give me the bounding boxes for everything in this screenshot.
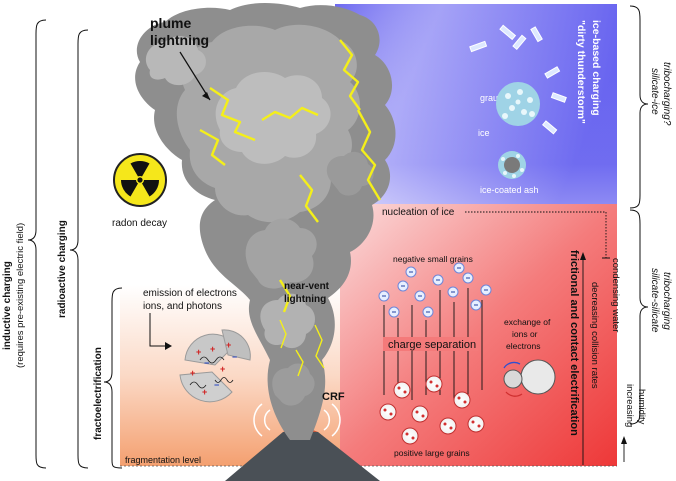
positive-grain-dots xyxy=(383,380,481,440)
charge-separation-backdrop xyxy=(383,337,478,351)
frictional-label: frictional and contact electrification xyxy=(568,250,580,436)
silicate-ice-label-2: tribocharging? xyxy=(661,62,672,126)
silicate-ice-label-1: silicate-ice xyxy=(649,68,660,115)
svg-text:+: + xyxy=(220,364,225,374)
negative-grain-signs xyxy=(382,267,488,313)
svg-text:−: − xyxy=(232,352,237,362)
svg-text:−: − xyxy=(214,380,219,390)
exchange-label-1: exchange of xyxy=(504,317,551,327)
charge-separation-label: charge separation xyxy=(388,339,476,351)
plume-lightning-arrow xyxy=(179,51,211,101)
graupel-icon xyxy=(496,82,540,126)
increasing-humidity-label-1: increasing xyxy=(624,384,635,427)
plume-lightning-arrowhead xyxy=(202,92,210,100)
crf-wave-icon xyxy=(253,403,341,437)
fractured-grain-icon: + + + + + + − − − xyxy=(179,329,251,403)
ice-coated-ash-label: ice-coated ash xyxy=(480,185,539,195)
fragmentation-level-label: fragmentation level xyxy=(125,455,201,465)
radiation-icon xyxy=(113,153,167,207)
fractoelectrification-label: fractoelectrification xyxy=(93,347,104,440)
condensing-water-label: condensing water xyxy=(610,258,621,332)
emission-arrow xyxy=(149,313,168,347)
ice-coated-ash-icon xyxy=(498,151,526,179)
svg-text:+: + xyxy=(190,368,195,378)
graupel-label: graupel xyxy=(480,93,510,103)
silicate-ice-brace xyxy=(629,5,649,209)
emission-label-1: emission of electrons xyxy=(143,288,237,299)
exchange-label-2: ions or xyxy=(512,329,538,339)
ash-plume xyxy=(135,3,396,440)
svg-text:−: − xyxy=(204,358,209,368)
plume-lightning-label-2: lightning xyxy=(150,32,209,48)
ice-charging-label-1: ice-based charging xyxy=(590,20,602,116)
inductive-label-2: (requires pre-existing electric field) xyxy=(15,223,26,368)
radioactive-brace xyxy=(69,29,89,469)
emission-label-2: ions, and photons xyxy=(143,301,222,312)
humidity-arrowhead xyxy=(621,436,627,444)
nucleation-line xyxy=(465,211,607,259)
ice-label: ice xyxy=(478,128,490,138)
negative-small-label: negative small grains xyxy=(393,254,473,264)
increasing-humidity-label-2: humidity xyxy=(636,389,647,425)
fractoelectrification-brace xyxy=(103,287,123,469)
exchange-label-3: electrons xyxy=(506,341,541,351)
svg-text:+: + xyxy=(210,344,215,354)
silicate-silicate-label-1: silicate-silicate xyxy=(649,268,660,333)
svg-text:+: + xyxy=(226,340,231,350)
plume-lightning-label-1: plume xyxy=(150,15,191,31)
decreasing-collision-label: decreasing collision rates xyxy=(589,282,600,389)
positive-large-label: positive large grains xyxy=(394,448,470,458)
nucleation-label: nucleation of ice xyxy=(382,207,455,218)
svg-text:+: + xyxy=(202,387,207,397)
silicate-silicate-brace xyxy=(629,209,649,425)
ice-crystals-icon xyxy=(469,24,567,135)
inductive-label-1: inductive charging xyxy=(2,261,13,350)
near-vent-label-1: near-vent xyxy=(284,281,330,292)
plume-lightning-bolts xyxy=(199,39,382,313)
near-vent-lightning-bolts xyxy=(279,319,325,377)
crf-label: CRF xyxy=(322,391,345,403)
inductive-brace xyxy=(27,19,47,469)
positive-grains xyxy=(379,375,485,445)
volcano-cone xyxy=(225,432,380,481)
svg-text:+: + xyxy=(196,347,201,357)
radioactive-label: radioactive charging xyxy=(57,220,68,318)
emission-arrowhead xyxy=(165,342,172,350)
radon-decay-label: radon decay xyxy=(112,218,167,229)
silicate-silicate-label-2: tribocharging xyxy=(661,272,672,330)
ice-charging-label-2: "dirty thunderstorm" xyxy=(575,20,587,124)
decreasing-collision-arrowhead xyxy=(580,252,586,260)
near-vent-label-2: lightning xyxy=(284,294,326,305)
grain-collision-icon xyxy=(503,359,556,397)
